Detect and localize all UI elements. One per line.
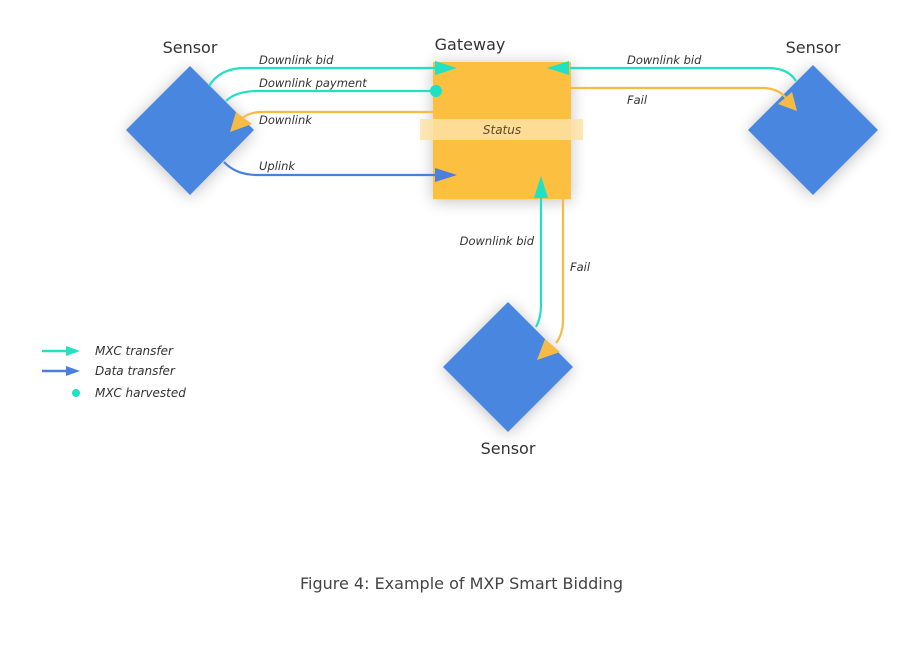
legend-label: MXC transfer (95, 344, 174, 358)
sensor-bottom-diamond (443, 302, 573, 432)
fail-arrowhead-icon (537, 339, 560, 360)
edge-line (223, 161, 436, 177)
edge-label: Downlink bid (627, 53, 702, 67)
edge-label: Downlink payment (259, 76, 367, 90)
edge-left-uplink: Uplink (223, 159, 457, 182)
edge-left-downlink-payment: Downlink payment (225, 76, 442, 102)
legend-item-data-transfer: Data transfer (42, 364, 176, 378)
edge-label: Fail (570, 260, 591, 274)
edge-label: Downlink (259, 113, 313, 127)
mxc-dot-icon (72, 389, 80, 397)
mxc-arrow-icon (66, 346, 80, 356)
sensor-right-node: Sensor (748, 38, 878, 195)
mxc-arrowhead-icon (534, 176, 548, 198)
legend: MXC transfer Data transfer MXC harvested (42, 344, 186, 400)
edge-bottom-downlink-bid: Downlink bid (460, 176, 548, 328)
status-label: Status (483, 123, 521, 137)
edge-line (555, 199, 565, 344)
edge-line (535, 196, 543, 328)
gateway-label: Gateway (435, 35, 506, 54)
sensor-left-node: Sensor (126, 38, 254, 195)
figure-caption: Figure 4: Example of MXP Smart Bidding (299, 574, 624, 593)
fail-arrowhead-icon (230, 112, 252, 132)
mxc-arrowhead-icon (547, 61, 569, 75)
legend-label: Data transfer (95, 364, 176, 378)
edge-label: Uplink (259, 159, 296, 173)
legend-item-mxc-transfer: MXC transfer (42, 344, 174, 358)
edge-label: Fail (627, 93, 648, 107)
edge-bottom-fail: Fail (537, 199, 591, 360)
sensor-left-label: Sensor (163, 38, 218, 57)
gateway-node: Status Gateway (420, 35, 583, 199)
legend-item-mxc-harvested: MXC harvested (72, 386, 186, 400)
edge-line (570, 66, 797, 82)
edge-label: Downlink bid (460, 234, 535, 248)
edge-line (225, 89, 436, 102)
status-band (420, 119, 583, 140)
sensor-bottom-node: Sensor (443, 302, 573, 458)
edge-label: Downlink bid (259, 53, 334, 67)
edge-line (208, 66, 436, 87)
edge-right-downlink-bid: Downlink bid (547, 53, 797, 82)
edge-left-downlink: Downlink (230, 110, 433, 132)
data-arrowhead-icon (435, 168, 457, 182)
mxc-arrowhead-icon (435, 61, 457, 75)
fail-arrowhead-icon (778, 92, 797, 111)
mxc-harvested-dot-icon (430, 85, 442, 97)
edge-line (571, 86, 787, 99)
sensor-right-diamond (748, 65, 878, 195)
legend-label: MXC harvested (95, 386, 186, 400)
data-arrow-icon (66, 366, 80, 376)
edge-left-downlink-bid: Downlink bid (208, 53, 457, 87)
sensor-bottom-label: Sensor (481, 439, 536, 458)
edge-right-fail: Fail (571, 86, 797, 111)
sensor-right-label: Sensor (786, 38, 841, 57)
sensor-left-diamond (126, 66, 254, 195)
